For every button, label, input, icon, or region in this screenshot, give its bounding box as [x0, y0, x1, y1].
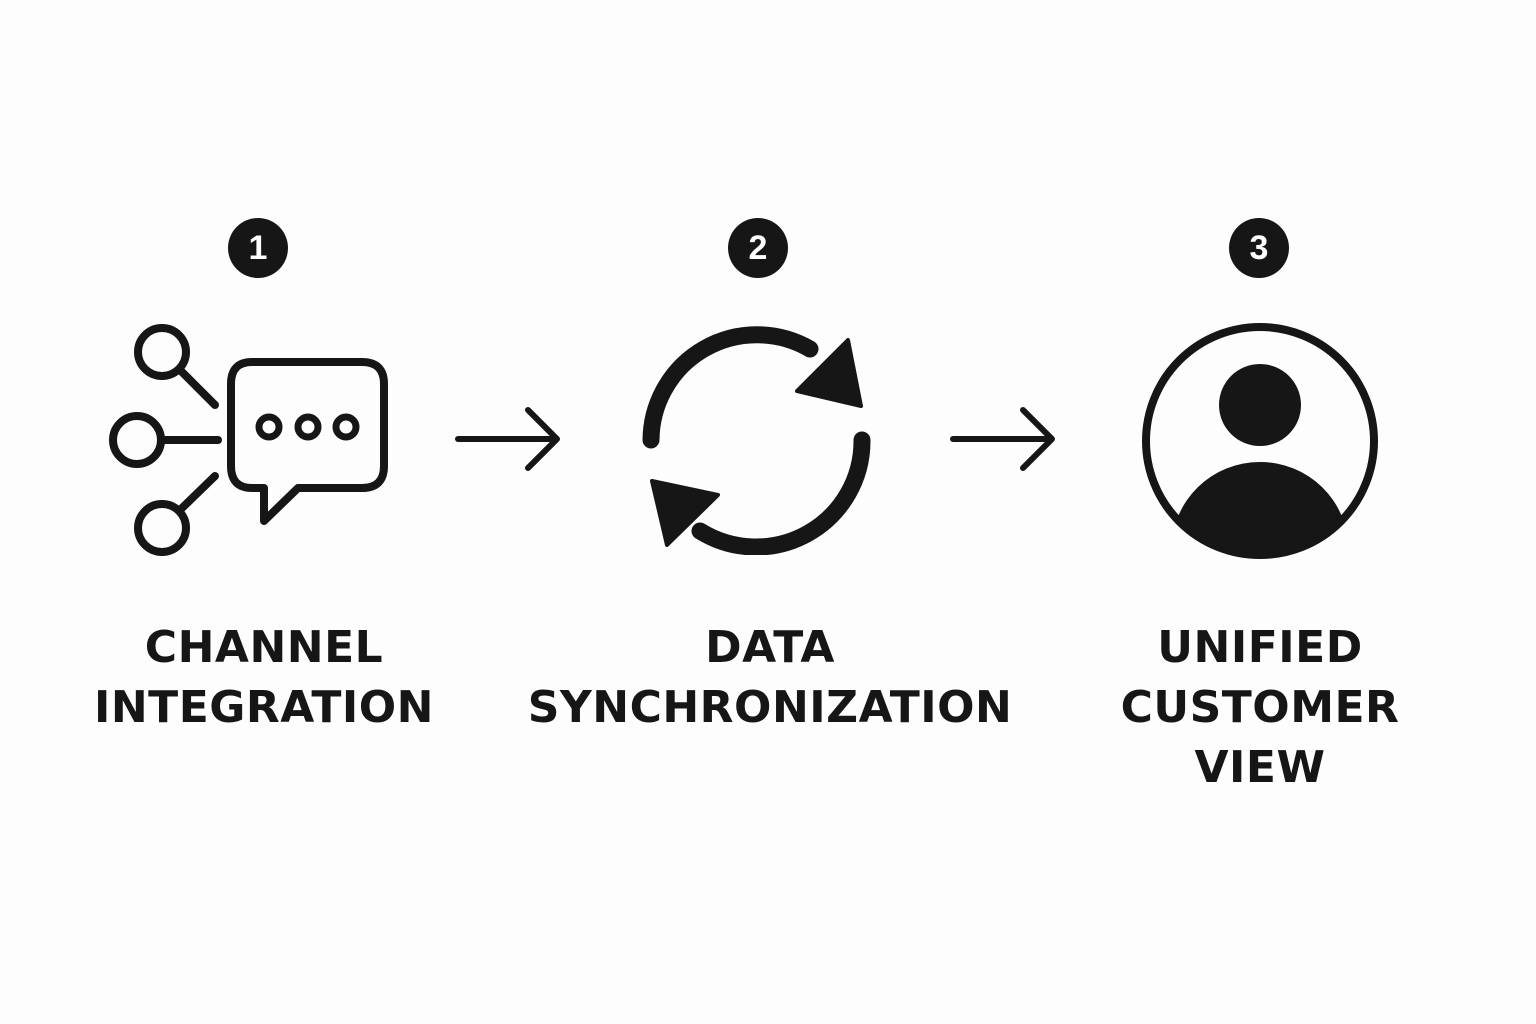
step-2-label: DATA SYNCHRONIZATION [515, 618, 1025, 738]
user-profile-icon [1142, 323, 1378, 559]
step-3-label-line-1: UNIFIED [1157, 622, 1363, 673]
step-3-label-line-2: CUSTOMER [1120, 682, 1400, 733]
step-3-number-badge: 3 [1229, 218, 1289, 278]
arrow-right-icon [455, 407, 560, 471]
step-2-number-badge: 2 [728, 218, 788, 278]
step-1-number-badge: 1 [228, 218, 288, 278]
channel-integration-icon [109, 324, 388, 556]
step-3-label: UNIFIED CUSTOMER VIEW [1060, 618, 1460, 798]
step-1-label-line-1: CHANNEL [144, 622, 384, 673]
sync-icon [642, 326, 871, 555]
step-3-label-line-3: VIEW [1194, 742, 1326, 793]
step-2-label-line-2: SYNCHRONIZATION [527, 682, 1013, 733]
step-1-label-line-2: INTEGRATION [93, 682, 434, 733]
arrow-right-icon [950, 407, 1055, 471]
step-1-label: CHANNEL INTEGRATION [64, 618, 464, 738]
step-2-label-line-1: DATA [705, 622, 835, 673]
